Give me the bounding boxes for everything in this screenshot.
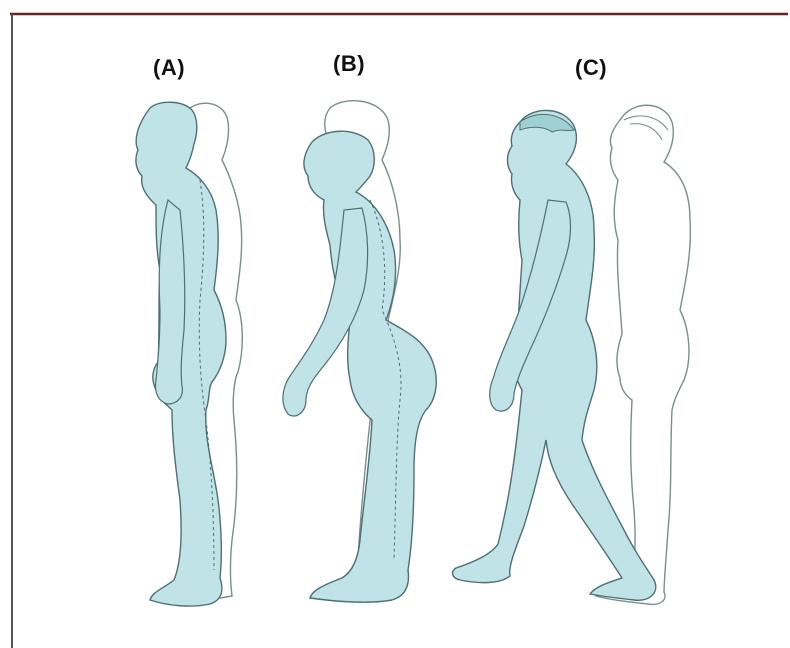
panel-c <box>453 105 691 604</box>
panel-a-label: (A) <box>153 55 185 81</box>
panel-b <box>283 101 436 602</box>
panel-a <box>136 102 242 606</box>
panel-c-label: (C) <box>575 55 607 81</box>
panel-b-label: (B) <box>333 51 365 77</box>
